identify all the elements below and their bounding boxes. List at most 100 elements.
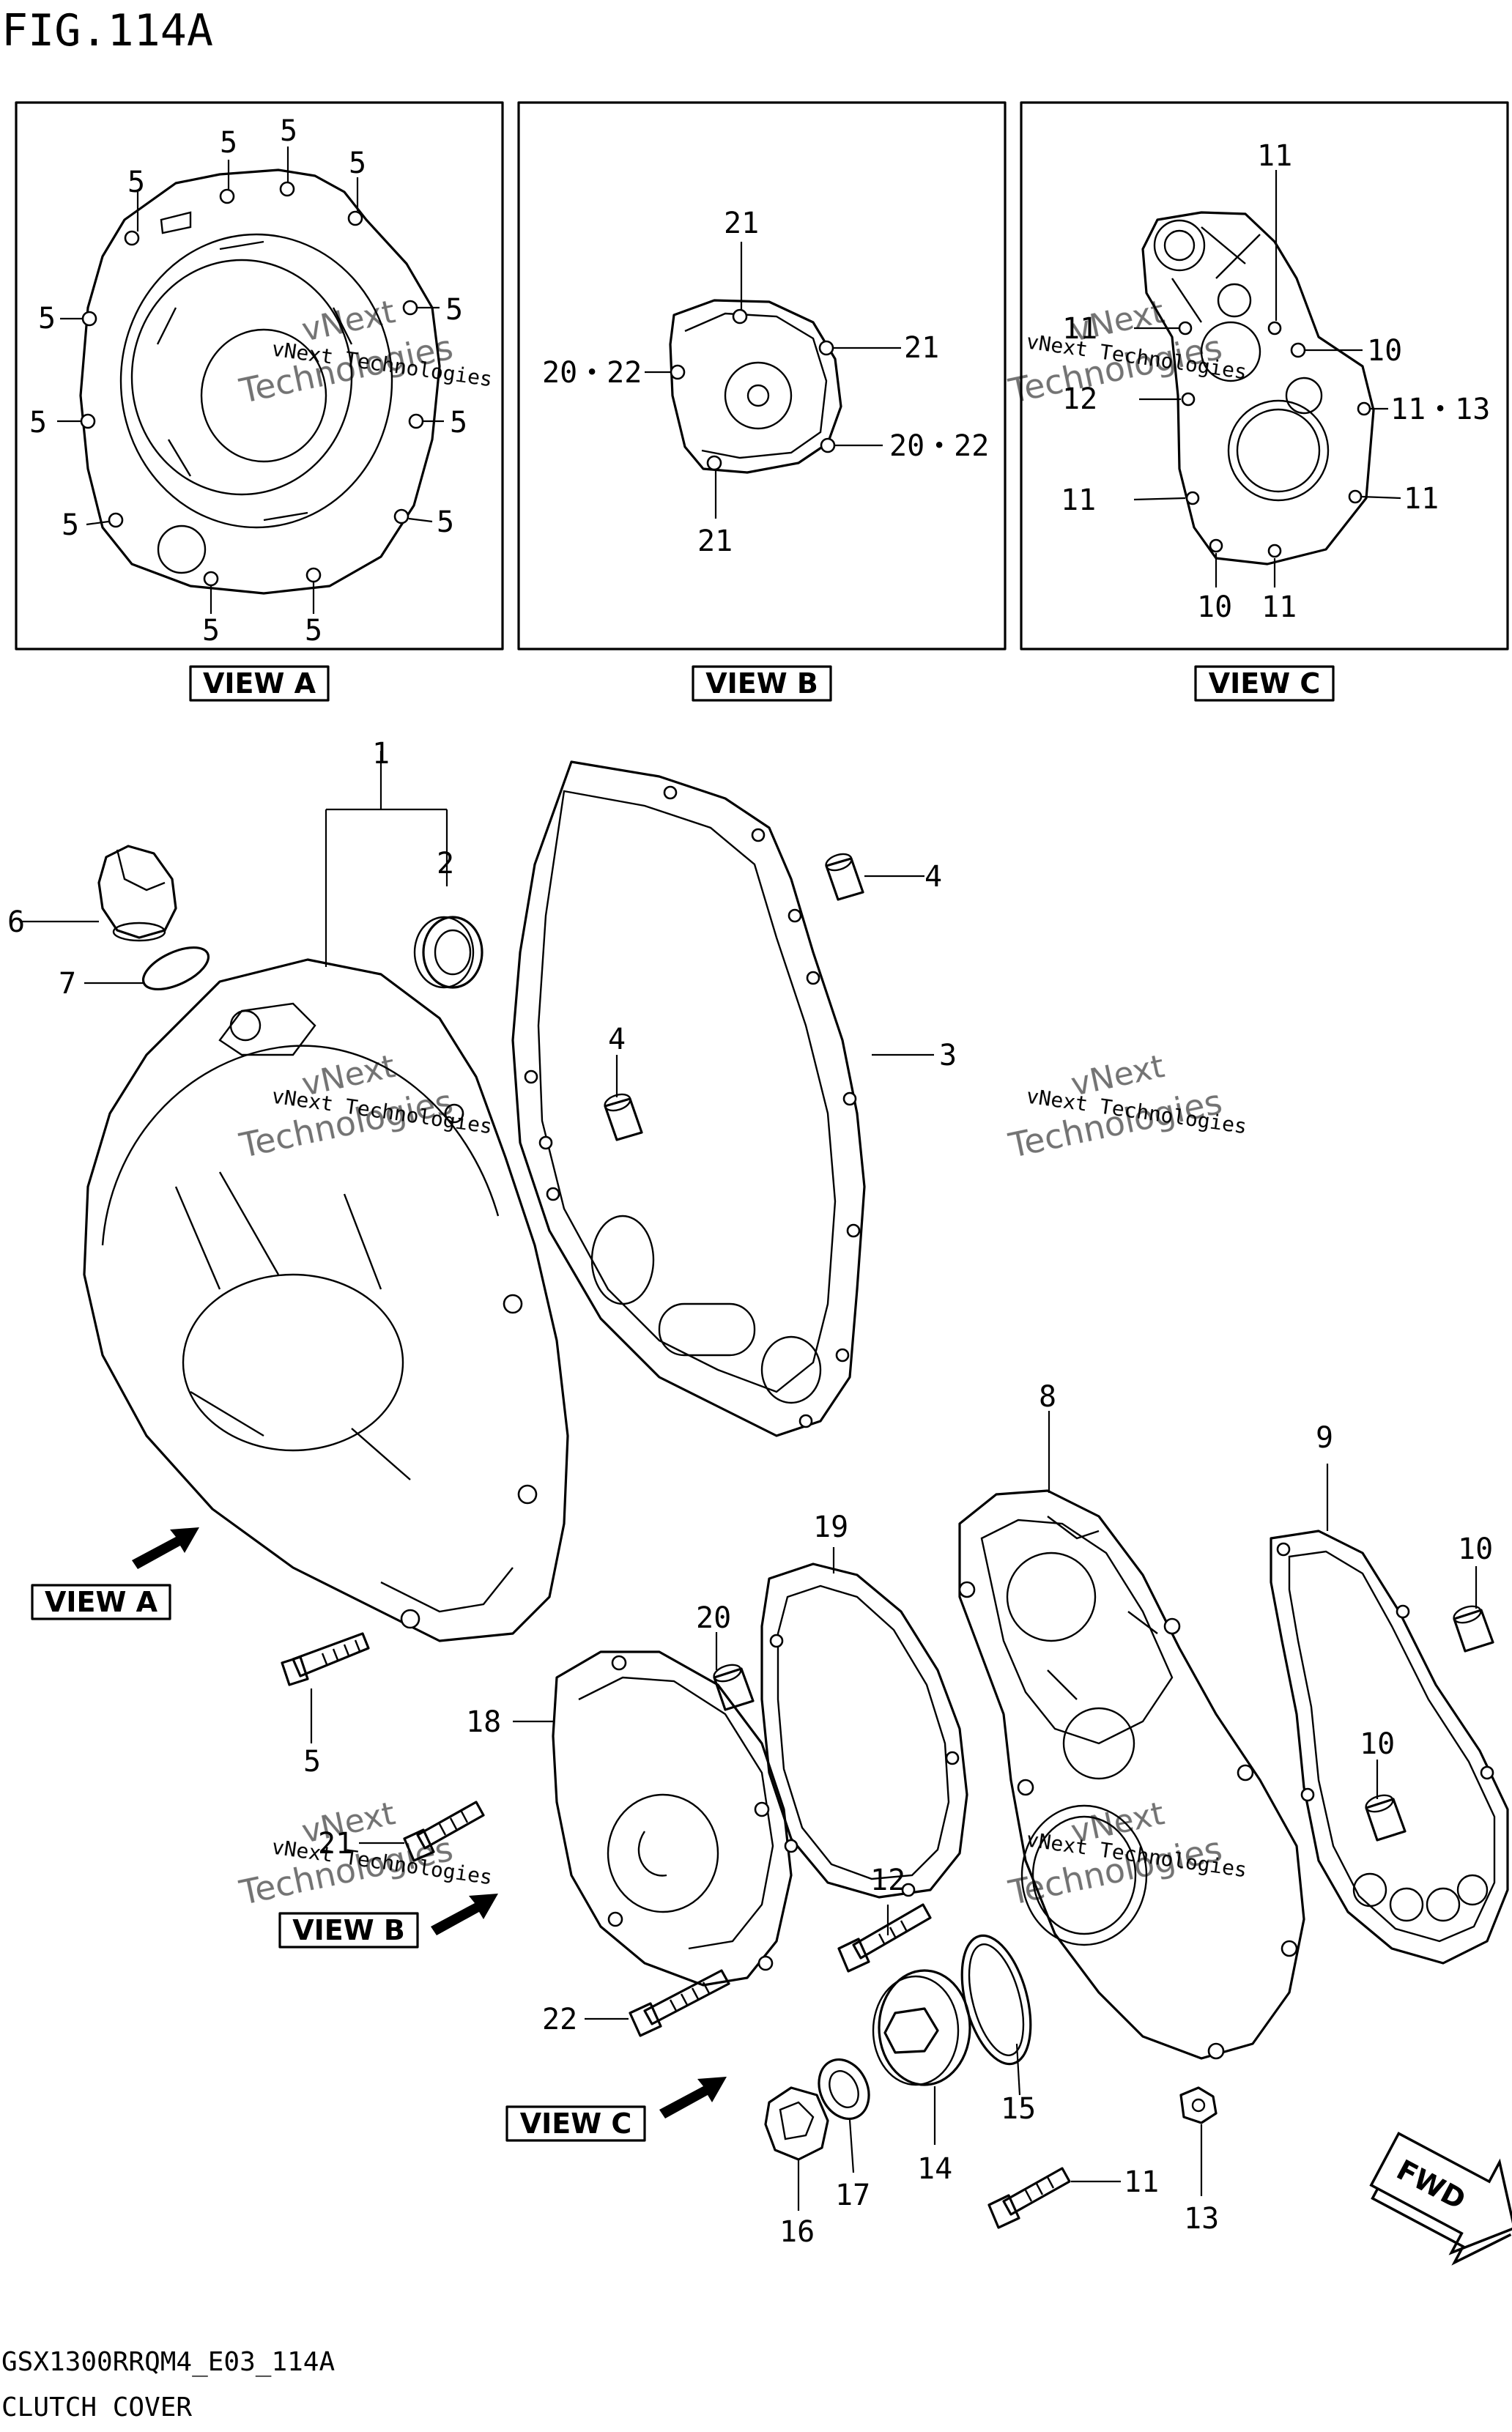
part-label-22: 22 — [542, 2003, 577, 2036]
part-label-4-upper: 4 — [924, 860, 942, 894]
footer-diagram-name: CLUTCH COVER — [1, 2392, 192, 2422]
view-c-callout-4: 12 — [1062, 382, 1097, 416]
view-c-callout-6: 11 — [1061, 483, 1096, 517]
view-a-panel — [15, 101, 504, 650]
dowel-pin-lower-part — [604, 1093, 643, 1141]
view-c-callout-7: 11 — [1404, 482, 1439, 516]
pickup-cover-part — [552, 1650, 793, 1987]
part-label-13: 13 — [1184, 2202, 1219, 2236]
view-a-callout-3: 5 — [280, 114, 297, 148]
view-b-arrow — [431, 1894, 498, 1935]
view-c-reference-label: VIEW C — [520, 2107, 632, 2140]
part-label-12: 12 — [870, 1864, 905, 1897]
view-c-drawing: 11 11 10 12 11・13 11 11 10 11 — [1061, 139, 1490, 624]
clutch-cover-part — [83, 958, 569, 1642]
o-ring-15-inner — [968, 1943, 1025, 2056]
part-label-16: 16 — [779, 2215, 815, 2249]
view-c-callout-1: 11 — [1257, 139, 1292, 173]
view-a-label: VIEW A — [203, 667, 316, 700]
bolt-22-part — [629, 1969, 730, 2037]
view-b-callout-4: 20・22 — [542, 356, 642, 390]
plug-bolt-part — [764, 2086, 829, 2161]
figure-title: FIG.114A — [1, 5, 213, 56]
bolt-12-part — [837, 1903, 932, 1973]
view-b-callout-5: 20・22 — [889, 429, 989, 463]
view-c-label: VIEW C — [1209, 667, 1321, 700]
view-a-callout-1: 5 — [127, 166, 145, 199]
part-label-17: 17 — [835, 2179, 870, 2212]
dowel-pin-10-lower-part — [1365, 1794, 1407, 1842]
view-a-callout-5: 5 — [38, 302, 56, 335]
washer-17-part — [818, 2058, 870, 2120]
dowel-pin-20-part — [713, 1664, 755, 1711]
view-c-callout-5: 11・13 — [1390, 393, 1490, 426]
view-b-label: VIEW B — [705, 667, 818, 700]
part-label-7: 7 — [59, 967, 76, 1001]
view-a-callout-4: 5 — [349, 147, 366, 180]
dowel-pin-upper-part — [825, 853, 864, 901]
view-a-callout-8: 5 — [450, 406, 467, 440]
view-c-arrow — [659, 2077, 727, 2118]
view-a-callout-11: 5 — [202, 614, 220, 648]
part-label-19: 19 — [813, 1510, 848, 1544]
part-label-1: 1 — [372, 737, 390, 771]
view-a-callout-2: 5 — [220, 126, 237, 160]
cover-bolt-part — [281, 1632, 370, 1686]
oil-filler-cap-part — [97, 845, 177, 942]
view-a-callout-6: 5 — [445, 293, 463, 327]
inner-cover-gasket-part — [1270, 1530, 1509, 1965]
part-label-3: 3 — [939, 1039, 957, 1072]
plug-cap-part — [872, 1969, 971, 2086]
part-label-15: 15 — [1001, 2092, 1036, 2126]
view-c-callout-3: 10 — [1367, 334, 1402, 368]
view-c-panel — [1020, 101, 1509, 650]
part-label-11: 11 — [1124, 2165, 1159, 2199]
view-a-reference-box: VIEW A — [31, 1584, 171, 1620]
view-c-callout-8: 10 — [1197, 590, 1232, 624]
part-label-21: 21 — [318, 1827, 353, 1861]
part-label-2: 2 — [437, 847, 454, 881]
view-c-reference-box: VIEW C — [505, 2105, 646, 2142]
view-a-label-box: VIEW A — [189, 665, 330, 702]
view-b-panel — [517, 101, 1007, 650]
bolt-21-part — [403, 1801, 485, 1862]
oil-seal-part — [413, 916, 483, 989]
pickup-gasket-part — [760, 1562, 968, 1899]
part-label-8: 8 — [1039, 1380, 1056, 1414]
view-b-drawing: 21 21 21 20・22 20・22 — [542, 207, 989, 558]
part-label-4-lower: 4 — [608, 1023, 626, 1056]
view-b-callout-1: 21 — [724, 207, 759, 240]
inner-cover-part — [958, 1489, 1305, 2060]
clutch-cover-gasket-part — [511, 760, 866, 1437]
footer-diagram-code: GSX1300RRQM4_E03_114A — [1, 2347, 335, 2377]
part-label-9: 9 — [1316, 1421, 1333, 1455]
bolt-11-part — [987, 2167, 1071, 2229]
nut-13-part — [1179, 2086, 1218, 2124]
fwd-arrow: FWD — [1369, 2132, 1512, 2266]
part-label-20: 20 — [696, 1601, 731, 1635]
view-c-label-box: VIEW C — [1194, 665, 1335, 702]
dowel-pin-10-upper-part — [1453, 1605, 1494, 1653]
view-b-reference-label: VIEW B — [292, 1914, 405, 1946]
view-a-drawing: 5 5 5 5 5 5 5 5 5 5 5 5 — [29, 114, 467, 648]
part-label-10-lower: 10 — [1360, 1727, 1395, 1761]
view-c-callout-2: 11 — [1062, 312, 1097, 346]
view-b-callout-3: 21 — [697, 524, 733, 558]
view-a-bolt-points — [80, 181, 424, 587]
view-b-reference-box: VIEW B — [278, 1912, 419, 1949]
o-ring-15-part — [960, 1934, 1032, 2066]
view-a-reference-label: VIEW A — [45, 1586, 158, 1618]
view-b-label-box: VIEW B — [692, 665, 832, 702]
part-label-14: 14 — [917, 2152, 952, 2186]
view-a-callout-7: 5 — [29, 406, 47, 440]
washer-17-inner — [829, 2070, 859, 2108]
o-ring-part — [141, 946, 210, 991]
part-label-6: 6 — [7, 905, 25, 939]
part-label-5: 5 — [303, 1745, 321, 1779]
view-a-callout-12: 5 — [305, 614, 322, 648]
part-label-18: 18 — [466, 1705, 501, 1739]
watermark-small-text: vNext Technologies vNext Technologies vN… — [270, 329, 1248, 1889]
view-a-callout-9: 5 — [62, 508, 79, 542]
view-b-callout-2: 21 — [904, 331, 939, 365]
